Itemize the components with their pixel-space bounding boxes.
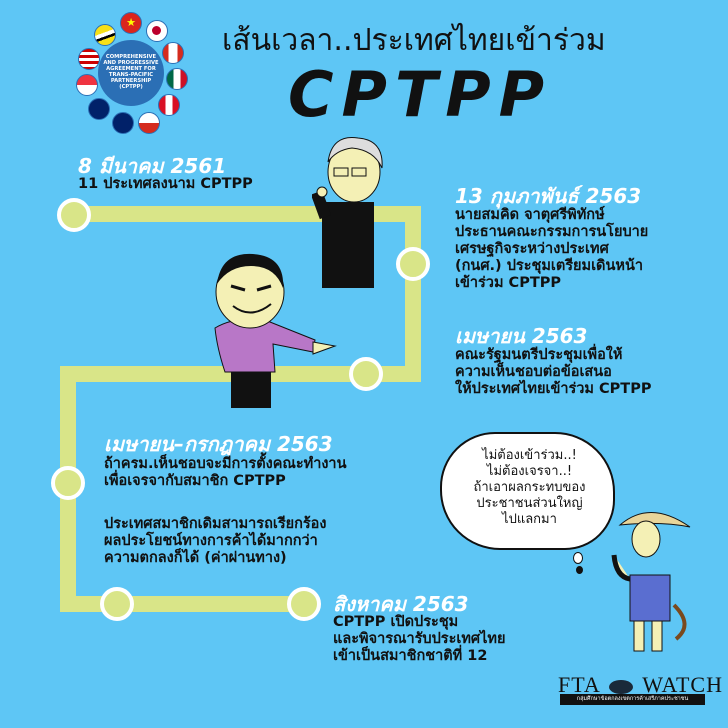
australia-flag-icon <box>88 98 110 120</box>
timeline-desc-4: ถ้าครม.เห็นชอบจะมีการตั้งคณะทำงาน เพื่อเ… <box>104 456 347 489</box>
canada-flag-icon <box>162 42 184 64</box>
fta-watch-logo: FTA WATCH <box>558 672 723 697</box>
caricature-farmer <box>611 512 691 652</box>
caricature-somkid <box>312 137 383 288</box>
timeline-desc-1: 11 ประเทศลงนาม CPTPP <box>78 176 253 192</box>
thought-dot <box>573 552 583 564</box>
eye-icon <box>609 679 634 694</box>
peru-flag-icon <box>158 94 180 116</box>
timeline-node <box>396 247 430 281</box>
malaysia-flag-icon <box>78 48 100 70</box>
thought-dot <box>576 566 583 574</box>
caricature-prayut <box>214 253 337 408</box>
japan-flag-icon <box>146 20 168 42</box>
brunei-flag-icon <box>94 24 116 46</box>
timeline-date-4: เมษายน–กรกฎาคม 2563 <box>104 432 333 456</box>
singapore-flag-icon <box>76 74 98 96</box>
timeline-desc-3: คณะรัฐมนตรีประชุมเพื่อให้ ความเห็นชอบต่อ… <box>455 347 652 397</box>
timeline-desc-4-note: ประเทศสมาชิกเดิมสามารถเรียกร้อง ผลประโยช… <box>104 516 327 566</box>
cptpp-logo: COMPREHENSIVE AND PROGRESSIVE AGREEMENT … <box>60 10 200 140</box>
timeline-node <box>100 587 134 621</box>
timeline-desc-2: นายสมคิด จาตุศรีพิทักษ์ ประธานคณะกรรมการ… <box>455 207 649 291</box>
vietnam-flag-icon: ★ <box>120 12 142 34</box>
timeline-date-5: สิงหาคม 2563 <box>333 592 469 616</box>
timeline-date-2: 13 กุมภาพันธ์ 2563 <box>455 184 642 208</box>
timeline-path-segment <box>60 596 310 612</box>
timeline-node <box>57 198 91 232</box>
timeline-node <box>51 466 85 500</box>
page-title-thai: เส้นเวลา..ประเทศไทยเข้าร่วม <box>222 23 606 58</box>
timeline-path-segment <box>405 206 421 382</box>
page-title-cptpp: CPTPP <box>288 58 553 131</box>
timeline-node <box>349 357 383 391</box>
timeline-date-3: เมษายน 2563 <box>455 324 588 348</box>
timeline-desc-5: CPTPP เปิดประชุม และพิจารณารับประเทศไทย … <box>333 614 506 664</box>
new-zealand-flag-icon <box>112 112 134 134</box>
timeline-node <box>287 587 321 621</box>
fta-watch-tagline: กลุ่มศึกษาข้อตกลงเขตการค้าเสรีภาคประชาชน <box>560 694 705 705</box>
speech-bubble: ไม่ต้องเข้าร่วม..! ไม่ต้องเจรจา..! ถ้าเอ… <box>440 432 615 550</box>
timeline-date-1: 8 มีนาคม 2561 <box>78 154 227 178</box>
logo-hub-text: COMPREHENSIVE AND PROGRESSIVE AGREEMENT … <box>98 40 164 106</box>
mexico-flag-icon <box>166 68 188 90</box>
chile-flag-icon <box>138 112 160 134</box>
